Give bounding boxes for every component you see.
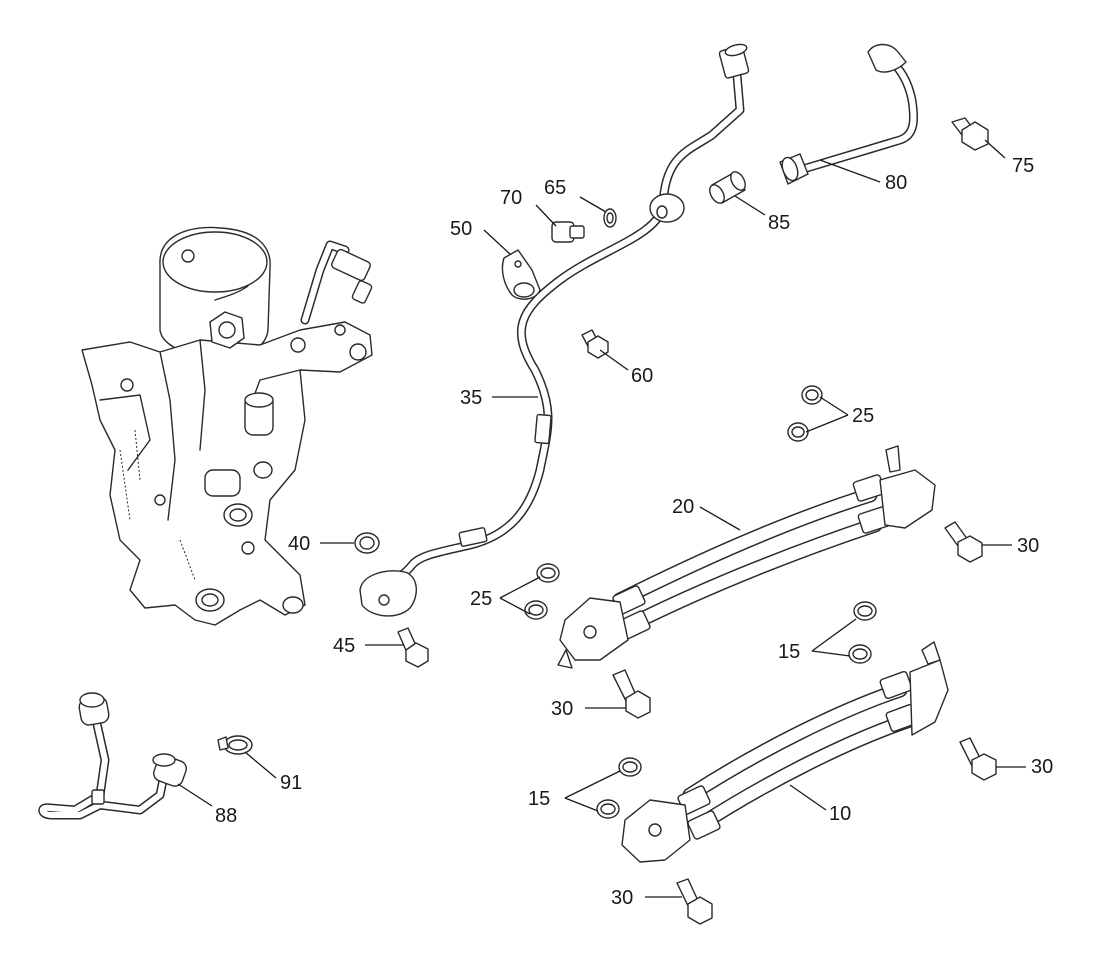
callout-88: 88: [215, 805, 237, 827]
bolt-30-lower-right: [959, 737, 997, 781]
callout-30-middle: 30: [551, 698, 573, 720]
callout-15-left: 15: [528, 788, 550, 810]
callout-10: 10: [829, 803, 851, 825]
pipe-88: [38, 692, 187, 820]
washer-65: [603, 208, 617, 228]
washers-25-upper: [787, 385, 823, 442]
callout-20: 20: [672, 496, 694, 518]
washer-40: [354, 532, 380, 554]
hose-assembly-10: [621, 641, 949, 863]
pump-filter-assembly: [81, 226, 373, 626]
callout-25-middle: 25: [470, 588, 492, 610]
hose-assembly-20: [557, 445, 936, 669]
bolt-45: [397, 627, 429, 668]
callout-35: 35: [460, 387, 482, 409]
clamp-50: [501, 249, 541, 300]
callout-65: 65: [544, 177, 566, 199]
callout-30-bottom: 30: [611, 887, 633, 909]
callout-40: 40: [288, 533, 310, 555]
pipe-80: [779, 43, 918, 185]
bolt-75: [951, 117, 989, 151]
washers-15-left: [596, 757, 642, 819]
bolt-30-middle: [612, 669, 651, 719]
callout-labels: 75 80 85 70 65 50 60 35 25 20 30 40 25 4…: [215, 155, 1053, 909]
callout-15-right: 15: [778, 641, 800, 663]
callout-80: 80: [885, 172, 907, 194]
callout-30-lower-right: 30: [1031, 756, 1053, 778]
bolt-60: [581, 329, 609, 359]
washers-15-right: [848, 601, 877, 664]
callout-91: 91: [280, 772, 302, 794]
bolt-30-upper-right: [944, 521, 983, 563]
callout-60: 60: [631, 365, 653, 387]
bolt-70: [551, 221, 585, 243]
washers-25-middle: [524, 563, 560, 620]
callout-45: 45: [333, 635, 355, 657]
callout-85: 85: [768, 212, 790, 234]
pipe-35: [359, 43, 750, 617]
leader-lines: [177, 139, 1026, 898]
callout-25-upper: 25: [852, 405, 874, 427]
clip-91: [217, 735, 253, 755]
bolt-30-bottom: [676, 878, 713, 925]
fitting-85: [709, 171, 746, 204]
callout-75: 75: [1012, 155, 1034, 177]
callout-30-upper-right: 30: [1017, 535, 1039, 557]
callout-70: 70: [500, 187, 522, 209]
callout-50: 50: [450, 218, 472, 240]
